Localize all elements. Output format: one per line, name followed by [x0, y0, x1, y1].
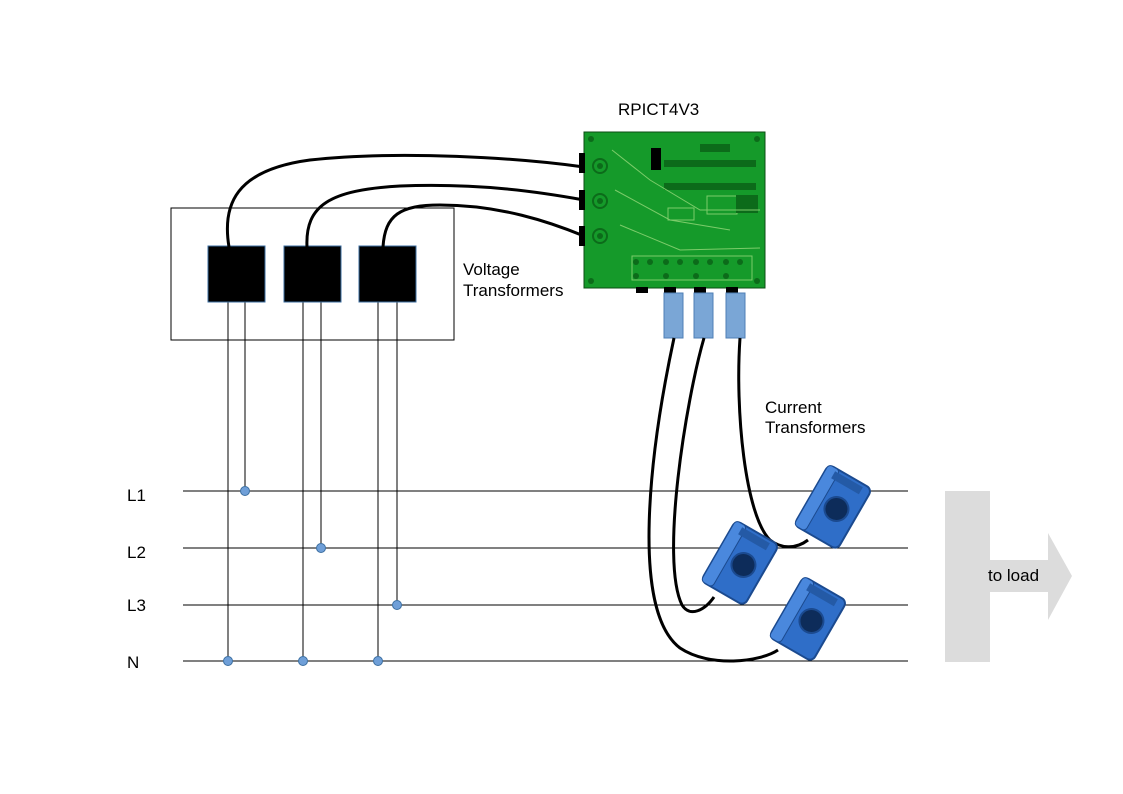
node-n3: [373, 656, 383, 666]
node-l3: [392, 600, 402, 610]
ct-plug-1: [663, 292, 684, 339]
voltage-transformers-label-2: Transformers: [463, 281, 563, 300]
voltage-cables: [225, 153, 585, 248]
board-title: RPICT4V3: [618, 100, 699, 119]
node-l2: [316, 543, 326, 553]
ct-plug-2: [693, 292, 714, 339]
voltage-transformer-enclosure: [170, 207, 455, 341]
label-l1: L1: [127, 486, 146, 505]
current-transformer-2: [701, 521, 778, 605]
voltage-transformer-2: [283, 245, 342, 303]
to-load-label: to load: [988, 566, 1039, 585]
node-l1: [240, 486, 250, 496]
voltage-transformer-3: [358, 245, 417, 303]
label-l2: L2: [127, 543, 146, 562]
ct-plug-3: [725, 292, 746, 339]
node-n1: [223, 656, 233, 666]
to-load-arrow: [945, 491, 1072, 662]
connection-nodes: [223, 486, 402, 666]
label-n: N: [127, 653, 139, 672]
transformer-leads: [227, 302, 398, 661]
current-transformer-3: [769, 577, 846, 661]
voltage-transformer-1: [207, 245, 266, 303]
voltage-transformers-label-1: Voltage: [463, 260, 520, 279]
label-l3: L3: [127, 596, 146, 615]
node-n2: [298, 656, 308, 666]
current-transformer-1: [794, 465, 871, 549]
rpict-board: [579, 131, 766, 293]
current-transformers-label-2: Transformers: [765, 418, 865, 437]
ct-cables: [647, 337, 809, 663]
current-transformers-label-1: Current: [765, 398, 822, 417]
